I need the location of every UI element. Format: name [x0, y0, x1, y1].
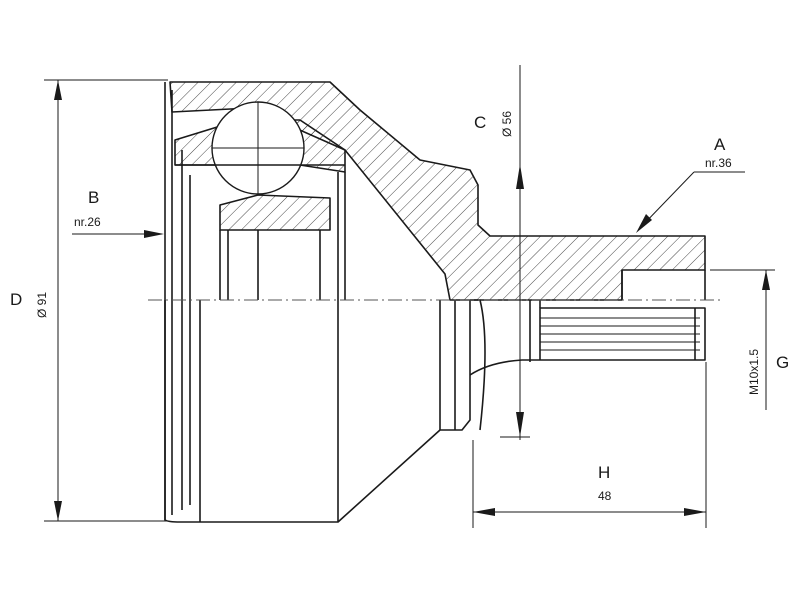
- ball: [211, 101, 305, 195]
- dim-c-value: Ø 56: [500, 111, 514, 137]
- dim-a-value: nr.36: [705, 156, 732, 170]
- dimension-d: [44, 79, 168, 522]
- dim-g-value: M10x1.5: [747, 349, 761, 395]
- dim-h-letter: H: [598, 463, 610, 482]
- dim-h-value: 48: [598, 489, 612, 503]
- dim-b-value: nr.26: [74, 215, 101, 229]
- dim-d-value: Ø 91: [35, 292, 49, 318]
- stub-shaft-spline: [469, 270, 706, 376]
- dimension-h: [472, 362, 707, 528]
- dim-c-letter: C: [474, 113, 486, 132]
- dimension-c: [500, 65, 530, 440]
- dim-d-letter: D: [10, 290, 22, 309]
- inner-race-section: [219, 194, 331, 231]
- dimension-a: [636, 171, 745, 233]
- dim-b-letter: B: [88, 188, 99, 207]
- dim-g-letter: G: [776, 353, 789, 372]
- housing-lower-view: [164, 299, 486, 523]
- dimension-b: [72, 230, 164, 238]
- dim-a-letter: A: [714, 135, 726, 154]
- dimension-g: [710, 269, 775, 410]
